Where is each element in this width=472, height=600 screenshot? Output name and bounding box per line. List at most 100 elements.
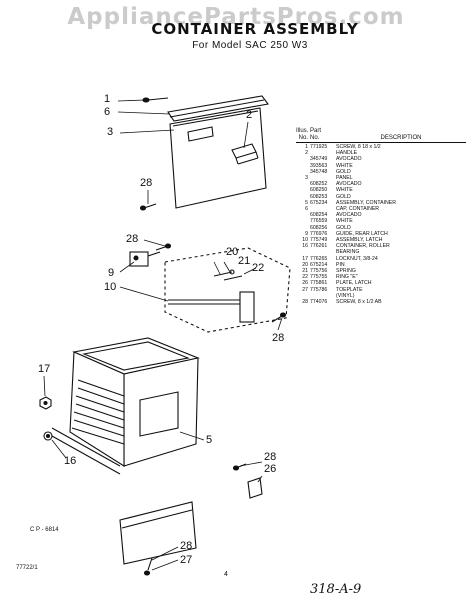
cell-part: 775861 — [310, 280, 328, 287]
callout-22: 22 — [252, 262, 265, 274]
cell-description: TOEPLATE — [336, 286, 363, 293]
cell-description: CONTAINER, ROLLER — [336, 243, 390, 250]
cell-description: SPRING — [336, 268, 356, 275]
cell-illus: 22 — [302, 274, 308, 281]
cell-illus: 20 — [302, 261, 308, 268]
rear-latch-guide — [129, 243, 172, 267]
screw-28-panel — [139, 203, 157, 211]
roller-bearing — [43, 427, 121, 475]
cell-description: WHITE — [336, 187, 353, 194]
cell-illus: 26 — [302, 280, 308, 287]
cell-part: 776265 — [310, 255, 328, 262]
front-panel — [169, 107, 267, 209]
callout-2: 2 — [246, 109, 253, 121]
page-number: 4 — [224, 571, 228, 578]
header-part-line2: No. — [310, 134, 320, 141]
cell-part: 345748 — [310, 168, 328, 175]
table-row: 3 PANEL — [296, 175, 466, 181]
header-illus-line1: Illus. — [296, 128, 309, 134]
cell-description: HANDLE — [336, 150, 358, 157]
latch-assembly-box — [164, 247, 291, 333]
cell-part: 774076 — [310, 299, 328, 306]
callout-28-latch: 28 — [272, 332, 285, 344]
callout-10: 10 — [104, 281, 117, 293]
cell-part: 776261 — [310, 243, 328, 250]
cell-description: ASSEMBLY, LATCH — [336, 237, 383, 244]
header-illus: Illus. No. — [296, 128, 310, 141]
cell-description: PLATE, LATCH — [336, 280, 372, 287]
cp-code: C P - 6814 — [30, 527, 59, 533]
cell-illus: 16 — [302, 243, 308, 250]
cell-part: 675234 — [310, 199, 328, 206]
leader-lines — [43, 99, 283, 571]
cell-part: 776976 — [310, 230, 328, 237]
cell-illus: 1 — [305, 144, 308, 150]
cell-illus: 6 — [305, 206, 308, 213]
cell-part: 775786 — [310, 286, 328, 293]
callout-5: 5 — [206, 434, 213, 446]
cell-description: SCREW, 8 18 x 1/2 — [336, 144, 381, 150]
cell-description: SCREW, 8 x 1/2 AB — [336, 299, 382, 306]
parts-table-header: Illus. No. Part No. DESCRIPTION — [296, 128, 466, 143]
cell-description: GOLD — [336, 193, 351, 200]
callout-17: 17 — [38, 363, 51, 375]
cell-illus: 17 — [302, 255, 308, 262]
container-assembly — [69, 337, 200, 467]
cell-illus: 10 — [302, 237, 308, 244]
cell-part: 345749 — [310, 156, 328, 163]
header-part: Part No. — [310, 128, 336, 141]
cell-description: LOCKNUT, 3/8-24 — [336, 255, 378, 262]
table-row: 608250 WHITE — [296, 187, 466, 193]
cell-description: GOLD — [336, 168, 351, 175]
callout-28-toeplate: 28 — [180, 540, 193, 552]
callout-20: 20 — [226, 246, 239, 258]
callout-3: 3 — [107, 126, 114, 138]
callout-1: 1 — [104, 93, 111, 105]
callout-6: 6 — [104, 106, 111, 118]
container-cap — [167, 95, 269, 122]
cell-description: AVOCADO — [336, 156, 362, 163]
cell-part: 393563 — [310, 162, 328, 169]
table-row: 2 HANDLE — [296, 150, 466, 156]
callout-27: 27 — [180, 554, 193, 566]
handwritten-note: 318-A-9 — [310, 582, 362, 597]
cell-illus: 27 — [302, 286, 308, 293]
cell-description: (VINYL) — [336, 292, 355, 299]
cell-description: WHITE — [336, 162, 353, 169]
callout-26: 26 — [264, 463, 277, 475]
callout-21: 21 — [238, 255, 251, 267]
callout-28-panel: 28 — [140, 177, 153, 189]
header-description: DESCRIPTION — [380, 134, 422, 141]
cell-description: ASSEMBLY, CONTAINER — [336, 199, 396, 206]
cell-description: AVOCADO — [336, 212, 362, 219]
cell-part: 776559 — [310, 218, 328, 225]
handle — [231, 143, 259, 165]
page-subtitle: For Model SAC 250 W3 — [192, 40, 308, 51]
screw-1 — [142, 97, 169, 103]
cell-part: 608250 — [310, 187, 328, 194]
cell-illus: 2 — [305, 150, 308, 157]
cell-description: PANEL — [336, 175, 353, 182]
callout-28-plate: 28 — [264, 451, 277, 463]
table-row: BEARING — [296, 249, 466, 255]
table-row: 345749 AVOCADO — [296, 156, 466, 162]
cell-part: 771925 — [310, 144, 328, 150]
table-row: 393563 WHITE — [296, 163, 466, 169]
cell-illus: 3 — [305, 175, 308, 182]
header-illus-line2: No. — [298, 134, 308, 141]
cell-part: 608253 — [310, 193, 328, 200]
cell-description: GUIDE, REAR LATCH — [336, 230, 388, 237]
cell-part: 775755 — [310, 274, 328, 281]
screw-28-latch — [271, 312, 287, 323]
cell-part: 608252 — [310, 181, 328, 188]
cell-part: 608256 — [310, 224, 328, 231]
callout-9: 9 — [108, 267, 115, 279]
